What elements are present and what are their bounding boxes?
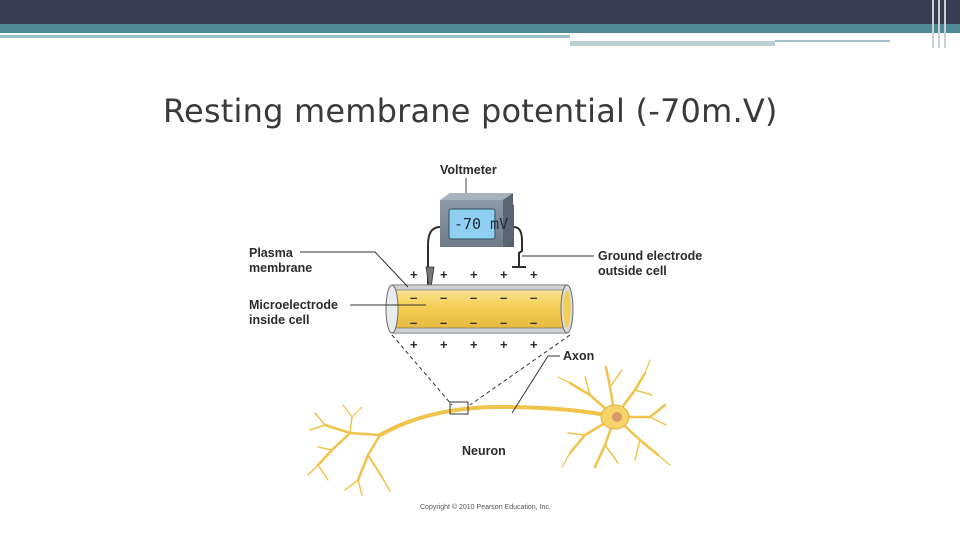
plasma-membrane-label-line-1: Plasma xyxy=(249,246,294,260)
charge-plus: + xyxy=(440,267,448,282)
microelectrode-label: Microelectrode inside cell xyxy=(249,298,426,327)
voltmeter: Voltmeter -70 mV xyxy=(440,163,514,247)
header-accent-band xyxy=(0,24,960,33)
microelectrode-tip-icon xyxy=(425,266,435,296)
ground-electrode-label-line-2: outside cell xyxy=(598,264,667,278)
charge-minus: – xyxy=(470,315,477,330)
charge-plus: + xyxy=(410,337,418,352)
charge-plus: + xyxy=(470,267,478,282)
charge-plus: + xyxy=(530,337,538,352)
charge-plus: + xyxy=(410,267,418,282)
axon-label: Axon xyxy=(563,349,594,363)
charge-minus: – xyxy=(500,315,507,330)
ground-electrode-wire xyxy=(513,226,523,267)
microelectrode-label-line-2: inside cell xyxy=(249,313,309,327)
copyright-note: Copyright © 2010 Pearson Education, Inc. xyxy=(420,503,551,511)
charge-plus: + xyxy=(440,337,448,352)
ground-electrode-label-line-1: Ground electrode xyxy=(598,249,702,263)
charge-minus: – xyxy=(470,290,477,305)
plasma-membrane-label-line-2: membrane xyxy=(249,261,312,275)
plasma-membrane-label: Plasma membrane xyxy=(249,246,409,288)
charge-minus: – xyxy=(410,290,417,305)
zoom-line-left xyxy=(391,334,453,406)
header-corner-decoration xyxy=(932,0,946,48)
axon-segment xyxy=(385,284,574,334)
header-rule-left xyxy=(0,35,570,38)
nucleus-icon xyxy=(612,412,622,422)
charge-minus: – xyxy=(440,290,447,305)
outside-positive-charges: + + + + + + + + + + xyxy=(410,267,538,352)
charge-minus: – xyxy=(500,290,507,305)
zoom-box xyxy=(449,401,469,415)
charge-plus: + xyxy=(530,267,538,282)
ground-electrode-label: Ground electrode outside cell xyxy=(522,249,702,278)
charge-plus: + xyxy=(470,337,478,352)
header-rule-right xyxy=(775,40,890,42)
slide-title: Resting membrane potential (-70m.V) xyxy=(163,92,778,130)
voltmeter-screen xyxy=(448,208,496,240)
neuron-cell-body xyxy=(600,404,630,430)
voltmeter-label: Voltmeter xyxy=(440,163,497,177)
charge-plus: + xyxy=(500,267,508,282)
resting-potential-diagram: Voltmeter -70 mV + + + + + + + + + + – –… xyxy=(249,163,702,511)
inside-negative-charges: – – – – – – – – – – xyxy=(410,290,537,330)
header-band xyxy=(0,0,960,24)
voltmeter-reading: -70 mV xyxy=(454,215,508,233)
microelectrode-label-line-1: Microelectrode xyxy=(249,298,338,312)
axon-leader-line xyxy=(511,355,560,414)
charge-minus: – xyxy=(530,290,537,305)
charge-minus: – xyxy=(440,315,447,330)
microelectrode-wire xyxy=(427,226,441,294)
header-rule-mid xyxy=(570,41,775,46)
charge-minus: – xyxy=(530,315,537,330)
charge-plus: + xyxy=(500,337,508,352)
zoom-line-right xyxy=(469,334,571,406)
neuron-label: Neuron xyxy=(462,444,506,458)
charge-minus: – xyxy=(410,315,417,330)
